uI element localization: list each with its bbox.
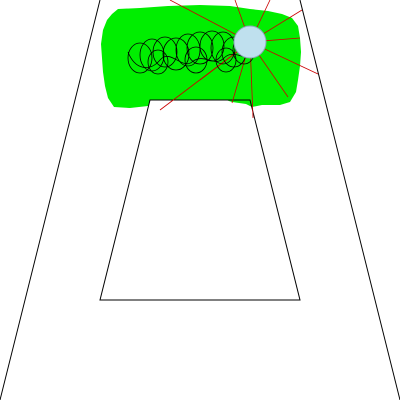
robot-body <box>233 25 267 59</box>
track-inner-island <box>99 99 301 301</box>
trajectory-trail <box>127 51 253 68</box>
trajectory-loop <box>147 49 169 75</box>
explored-area <box>101 5 301 108</box>
trajectory-loop <box>184 46 208 74</box>
robot <box>233 25 267 59</box>
track-outer-right-boundary <box>299 0 400 400</box>
trajectory-loop <box>186 31 214 65</box>
trajectory-loop <box>162 37 190 71</box>
track-outer-left-boundary <box>0 0 101 400</box>
trajectory-loop <box>215 47 237 73</box>
robot-trajectory <box>127 30 256 75</box>
trajectory-loop <box>127 42 153 74</box>
trajectory-loop <box>139 38 165 72</box>
